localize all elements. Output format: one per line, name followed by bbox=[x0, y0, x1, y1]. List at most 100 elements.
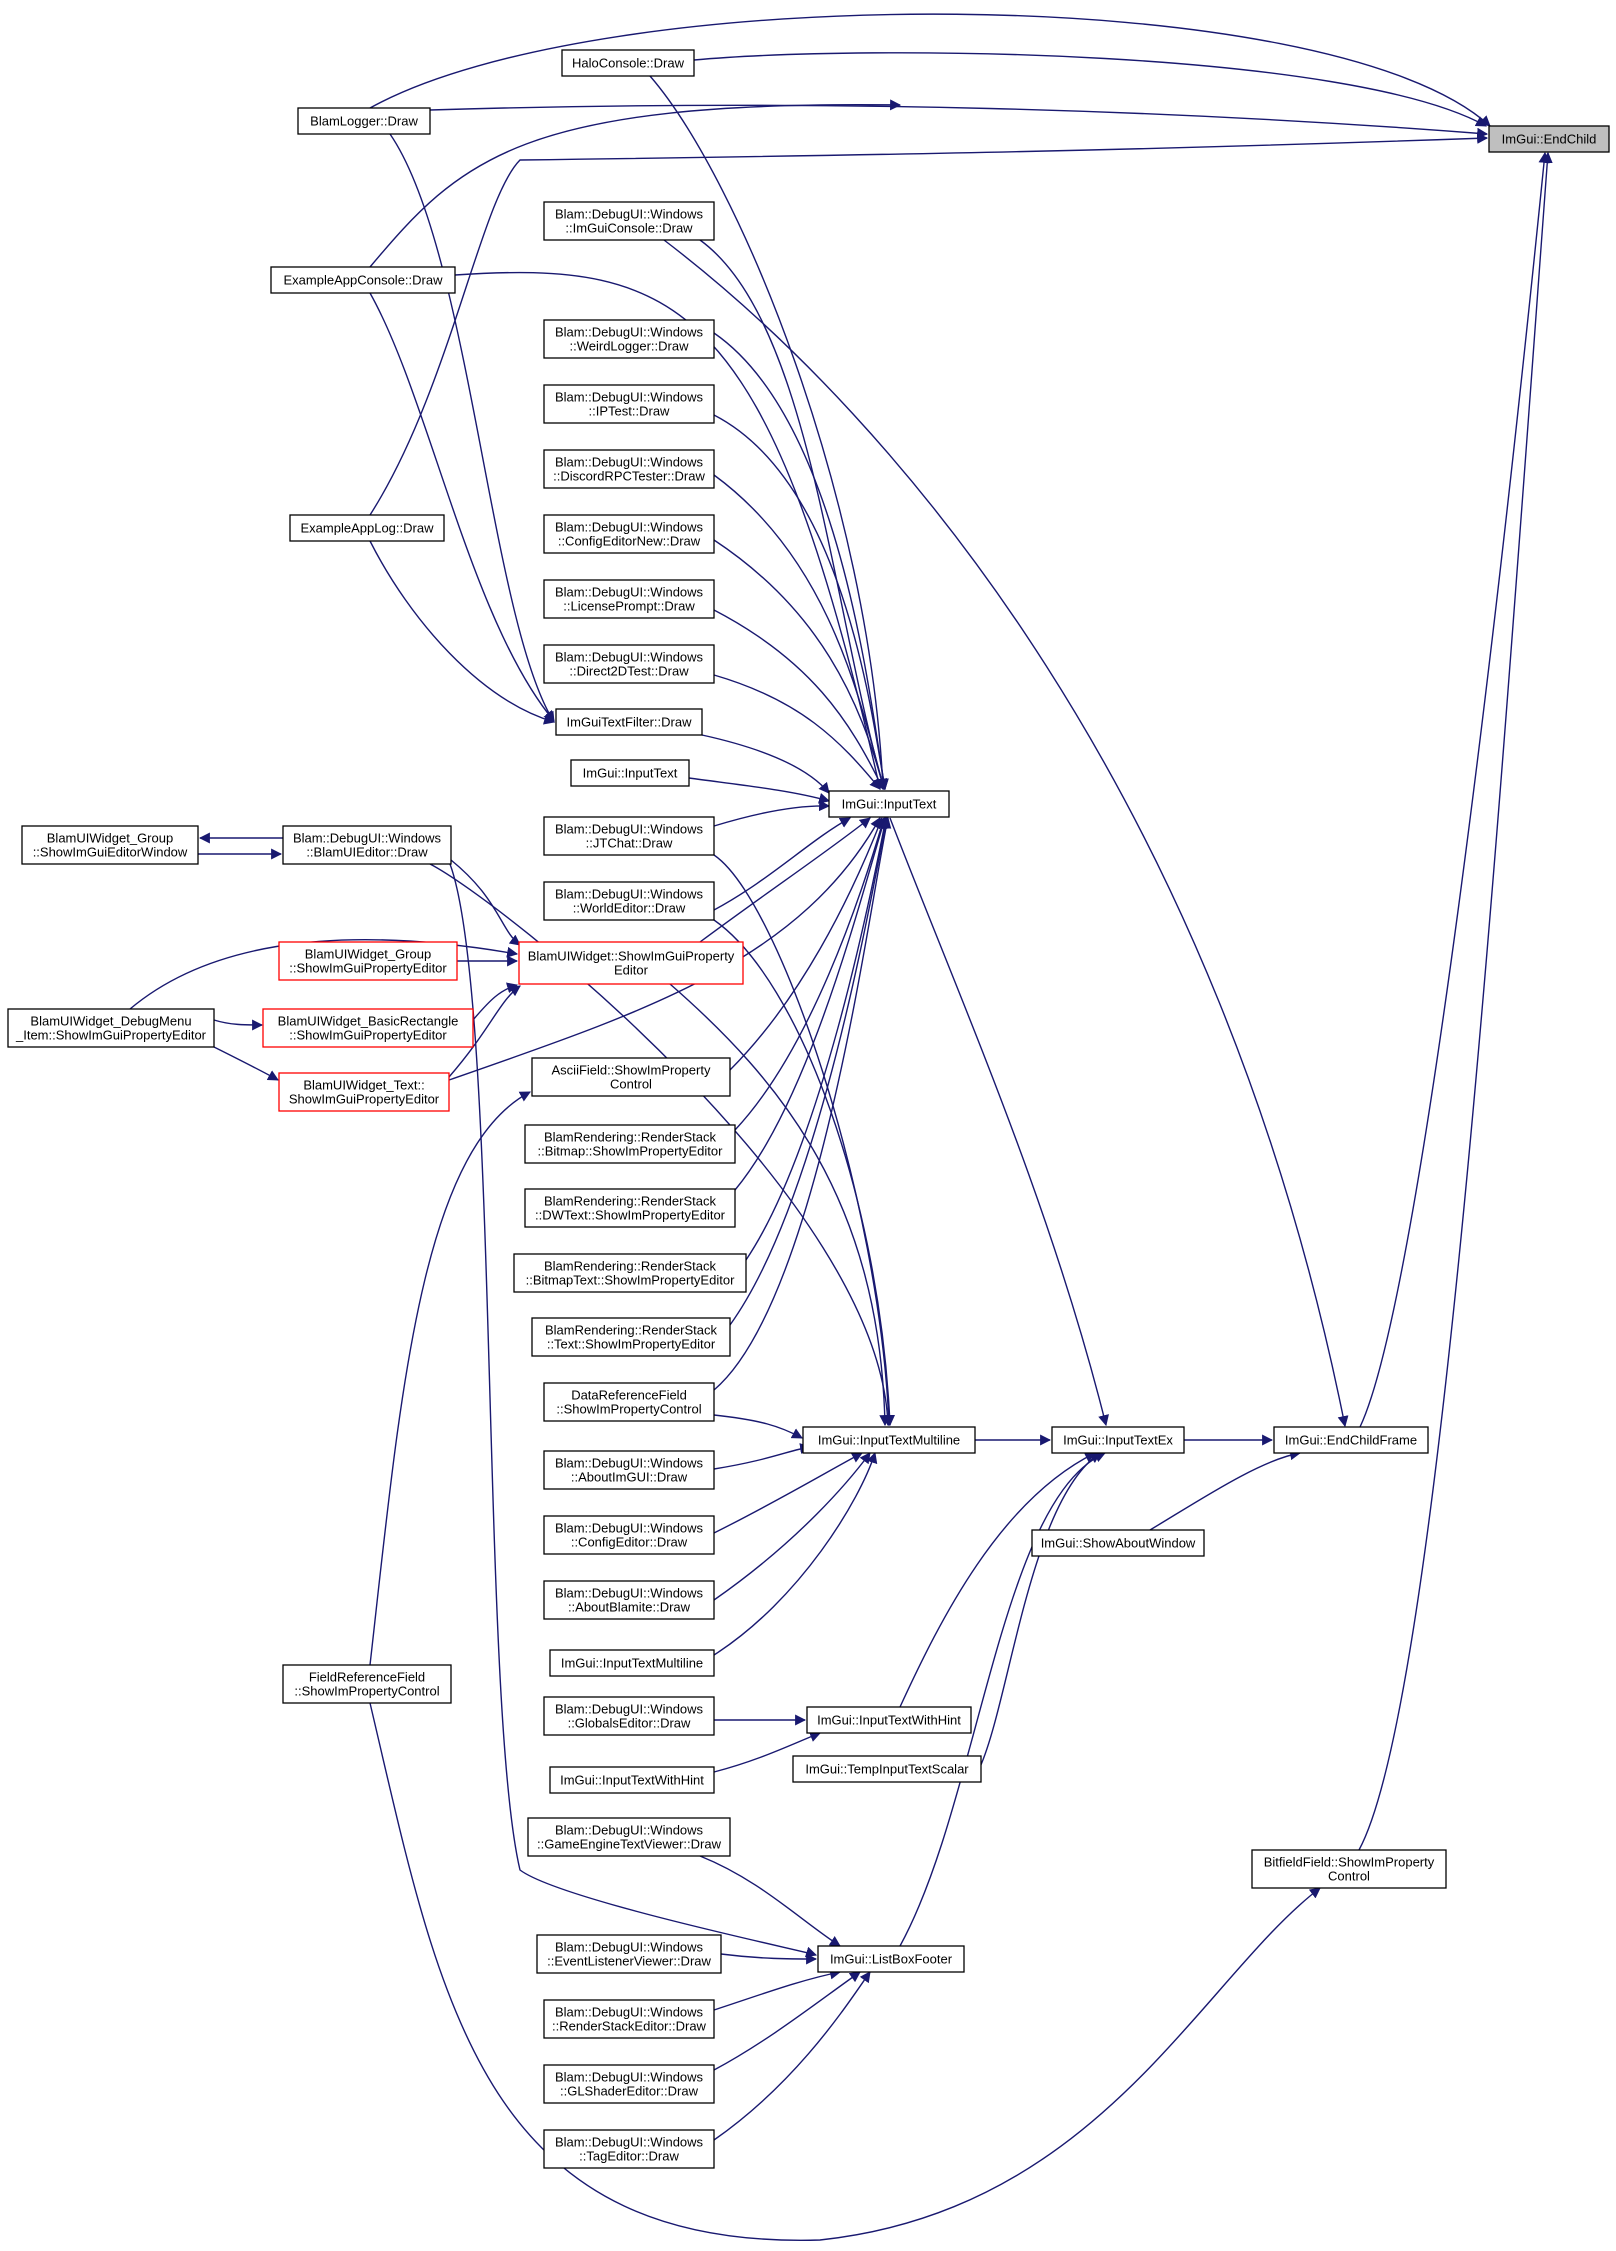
node-label: ImGui::ShowAboutWindow bbox=[1041, 1536, 1196, 1551]
node-n20[interactable]: BlamUIWidget_Group::ShowImGuiPropertyEdi… bbox=[278, 941, 458, 981]
edge-path bbox=[720, 1953, 818, 1965]
edge-path bbox=[449, 863, 818, 1958]
edge-n17-to-n47 bbox=[449, 863, 818, 1958]
node-n33[interactable]: ImGui::EndChildFrame bbox=[1273, 1426, 1429, 1454]
node-n29[interactable]: BlamRendering::RenderStack::Text::ShowIm… bbox=[531, 1317, 731, 1357]
node-n18[interactable]: Blam::DebugUI::Windows::JTChat::Draw bbox=[543, 816, 715, 856]
node-n7[interactable]: Blam::DebugUI::Windows::IPTest::Draw bbox=[543, 384, 715, 424]
node-n11[interactable]: Blam::DebugUI::Windows::LicensePrompt::D… bbox=[543, 579, 715, 619]
node-box bbox=[527, 1817, 731, 1857]
node-n42[interactable]: ImGui::TempInputTextScalar bbox=[792, 1755, 982, 1783]
node-n13[interactable]: ImGuiTextFilter::Draw bbox=[555, 708, 703, 736]
edge-n27-to-n14 bbox=[734, 816, 888, 1191]
node-n25[interactable]: AsciiField::ShowImPropertyControl bbox=[531, 1057, 731, 1097]
node-n23[interactable]: BlamUIWidget_BasicRectangle::ShowImGuiPr… bbox=[262, 1008, 474, 1048]
node-label: ::BlamUIEditor::Draw bbox=[306, 845, 428, 860]
node-box bbox=[531, 1057, 731, 1097]
node-box bbox=[543, 881, 715, 921]
node-label: ::WeirdLogger::Draw bbox=[570, 339, 690, 354]
edge-n8-to-n14 bbox=[713, 474, 887, 791]
edge-path bbox=[889, 817, 1109, 1427]
node-n3[interactable]: BlamLogger::Draw bbox=[297, 107, 431, 135]
node-n28[interactable]: BlamRendering::RenderStack::BitmapText::… bbox=[513, 1253, 747, 1293]
node-label: DataReferenceField bbox=[571, 1388, 687, 1403]
node-label: Blam::DebugUI::Windows bbox=[555, 455, 704, 470]
node-box bbox=[543, 1382, 715, 1422]
edge-path bbox=[701, 734, 830, 794]
node-n45[interactable]: BitfieldField::ShowImPropertyControl bbox=[1251, 1849, 1447, 1889]
edge-path bbox=[713, 539, 887, 791]
node-label: BlamUIWidget_Group bbox=[305, 947, 431, 962]
node-n17[interactable]: Blam::DebugUI::Windows::BlamUIEditor::Dr… bbox=[282, 825, 452, 865]
node-label: AsciiField::ShowImProperty bbox=[552, 1063, 711, 1078]
node-label: ::ShowImPropertyControl bbox=[556, 1402, 701, 1417]
node-label: Blam::DebugUI::Windows bbox=[555, 207, 704, 222]
edge-n19-to-n31 bbox=[713, 919, 896, 1427]
node-n48[interactable]: Blam::DebugUI::Windows::RenderStackEdito… bbox=[543, 1999, 715, 2039]
node-n30[interactable]: DataReferenceField::ShowImPropertyContro… bbox=[543, 1382, 715, 1422]
node-label: ShowImGuiPropertyEditor bbox=[289, 1092, 440, 1107]
node-n46[interactable]: Blam::DebugUI::Windows::EventListenerVie… bbox=[536, 1934, 722, 1974]
edge-n2-to-n14 bbox=[649, 75, 889, 791]
node-n41[interactable]: ImGui::InputTextWithHint bbox=[806, 1706, 972, 1734]
node-n39[interactable]: FieldReferenceField::ShowImPropertyContr… bbox=[282, 1664, 452, 1704]
edge-n5-to-n1 bbox=[369, 99, 902, 268]
node-n24[interactable]: BlamUIWidget_Text::ShowImGuiPropertyEdit… bbox=[278, 1072, 450, 1112]
node-label: ::LicensePrompt::Draw bbox=[563, 599, 695, 614]
node-box bbox=[1031, 1529, 1205, 1557]
node-n21[interactable]: BlamUIWidget::ShowImGuiPropertyEditor bbox=[518, 941, 744, 985]
node-label: Blam::DebugUI::Windows bbox=[555, 1586, 704, 1601]
node-n8[interactable]: Blam::DebugUI::Windows::DiscordRPCTester… bbox=[543, 449, 715, 489]
node-box bbox=[543, 1515, 715, 1555]
node-n44[interactable]: Blam::DebugUI::Windows::GameEngineTextVi… bbox=[527, 1817, 731, 1857]
node-n1[interactable]: ImGui::EndChild bbox=[1488, 125, 1610, 153]
node-n2[interactable]: HaloConsole::Draw bbox=[561, 49, 695, 77]
node-n36[interactable]: ImGui::ShowAboutWindow bbox=[1031, 1529, 1205, 1557]
edge-path bbox=[448, 985, 521, 1078]
node-n22[interactable]: BlamUIWidget_DebugMenu_Item::ShowImGuiPr… bbox=[7, 1008, 215, 1048]
node-label: Blam::DebugUI::Windows bbox=[555, 1823, 704, 1838]
node-label: Editor bbox=[614, 963, 649, 978]
node-n19[interactable]: Blam::DebugUI::Windows::WorldEditor::Dra… bbox=[543, 881, 715, 921]
edge-n22-to-n23 bbox=[213, 1019, 264, 1031]
edge-path bbox=[713, 1414, 803, 1439]
edge-n17-to-n21 bbox=[450, 859, 521, 946]
node-n31[interactable]: ImGui::InputTextMultiline bbox=[802, 1426, 976, 1454]
edge-path bbox=[734, 816, 888, 1191]
node-n47[interactable]: ImGui::ListBoxFooter bbox=[817, 1945, 965, 1973]
node-n35[interactable]: Blam::DebugUI::Windows::ConfigEditor::Dr… bbox=[543, 1515, 715, 1555]
edge-n28-to-n14 bbox=[745, 816, 890, 1261]
node-n15[interactable]: ImGui::InputText bbox=[828, 790, 950, 818]
edge-path bbox=[369, 292, 555, 722]
node-n49[interactable]: Blam::DebugUI::Windows::GLShaderEditor::… bbox=[543, 2064, 715, 2104]
edge-n26-to-n14 bbox=[734, 816, 887, 1131]
edge-path bbox=[979, 1452, 1101, 1768]
node-n14[interactable]: ImGui::InputText bbox=[570, 759, 690, 787]
node-n16[interactable]: BlamUIWidget_Group::ShowImGuiEditorWindo… bbox=[21, 825, 199, 865]
edge-layer bbox=[129, 13, 1553, 2241]
node-n4[interactable]: Blam::DebugUI::Windows::ImGuiConsole::Dr… bbox=[543, 201, 715, 241]
node-n38[interactable]: ImGui::InputTextMultiline bbox=[549, 1649, 715, 1677]
node-n10[interactable]: ExampleAppLog::Draw bbox=[289, 514, 445, 542]
edge-n33-to-n1 bbox=[1359, 151, 1550, 1428]
node-label: ::BitmapText::ShowImPropertyEditor bbox=[526, 1273, 735, 1288]
node-n6[interactable]: Blam::DebugUI::Windows::WeirdLogger::Dra… bbox=[543, 319, 715, 359]
node-n43[interactable]: ImGui::InputTextWithHint bbox=[549, 1766, 715, 1794]
node-n34[interactable]: Blam::DebugUI::Windows::AboutImGUI::Draw bbox=[543, 1450, 715, 1490]
node-n12[interactable]: Blam::DebugUI::Windows::Direct2DTest::Dr… bbox=[543, 644, 715, 684]
node-label: _Item::ShowImGuiPropertyEditor bbox=[15, 1028, 207, 1043]
node-label: BlamRendering::RenderStack bbox=[545, 1323, 717, 1338]
node-n26[interactable]: BlamRendering::RenderStack::Bitmap::Show… bbox=[524, 1124, 736, 1164]
node-n40[interactable]: Blam::DebugUI::Windows::GlobalsEditor::D… bbox=[543, 1696, 715, 1736]
edge-path bbox=[713, 1452, 863, 1534]
edge-n5-to-n13 bbox=[369, 292, 555, 722]
node-n50[interactable]: Blam::DebugUI::Windows::TagEditor::Draw bbox=[543, 2129, 715, 2169]
node-n5[interactable]: ExampleAppConsole::Draw bbox=[270, 266, 456, 294]
node-n32[interactable]: ImGui::InputTextEx bbox=[1051, 1426, 1185, 1454]
edge-path bbox=[713, 1968, 842, 2011]
node-n37[interactable]: Blam::DebugUI::Windows::AboutBlamite::Dr… bbox=[543, 1580, 715, 1620]
node-label: BlamUIWidget_Text:: bbox=[303, 1078, 424, 1093]
node-n27[interactable]: BlamRendering::RenderStack::DWText::Show… bbox=[524, 1188, 736, 1228]
node-n9[interactable]: Blam::DebugUI::Windows::ConfigEditorNew:… bbox=[543, 514, 715, 554]
edge-path bbox=[369, 132, 1489, 516]
